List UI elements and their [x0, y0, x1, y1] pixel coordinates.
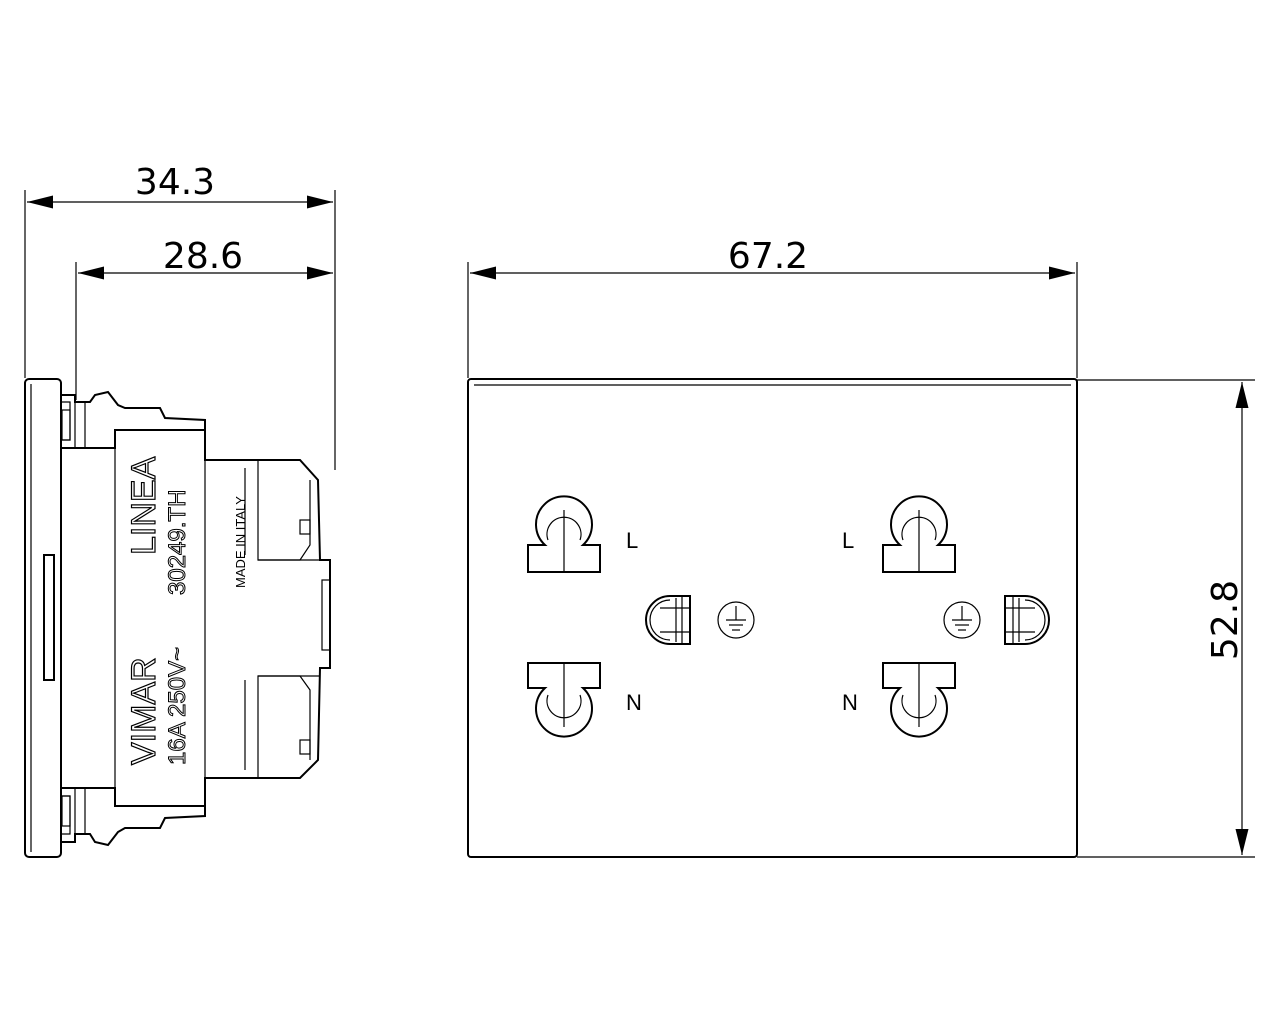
- dimension-body-depth: 28.6: [163, 236, 243, 277]
- side-view: 34.3 28.6: [24, 162, 336, 858]
- neutral-socket-hole: [527, 662, 601, 738]
- side-rear-block-bottom: [257, 675, 311, 778]
- side-rating-label: 16A 250V~: [164, 647, 191, 765]
- front-plate: [467, 378, 1078, 858]
- earth-socket-hole: [645, 595, 691, 645]
- earth-symbol-icon: [717, 601, 755, 639]
- dimension-width: 67.2: [728, 236, 808, 277]
- neutral-socket-hole: [882, 662, 956, 738]
- dimension-total-depth: 34.3: [135, 162, 215, 203]
- earth-socket-hole: [1004, 595, 1050, 645]
- front-view: 67.2 52.8 L N: [467, 236, 1255, 858]
- outlet-right: L N: [842, 495, 1050, 738]
- side-brand-label: VIMAR: [125, 657, 163, 765]
- side-series-label: LINEA: [125, 456, 163, 555]
- outlet-left: L N: [527, 495, 755, 738]
- dimension-height: 52.8: [1205, 580, 1246, 660]
- side-code-label: 30249.TH: [164, 490, 191, 595]
- neutral-label: N: [626, 690, 642, 715]
- side-clip-top: [61, 390, 206, 449]
- side-origin-label: MADE IN ITALY: [233, 496, 248, 588]
- side-rear-block-top: [257, 460, 311, 561]
- live-socket-hole: [527, 495, 601, 573]
- side-body-outline: [61, 429, 331, 807]
- side-plate-slot: [43, 554, 55, 681]
- live-label: L: [626, 528, 638, 553]
- neutral-label: N: [842, 690, 858, 715]
- earth-symbol-icon: [943, 601, 981, 639]
- live-socket-hole: [882, 495, 956, 573]
- side-clip-bottom: [61, 787, 206, 847]
- live-label: L: [842, 528, 854, 553]
